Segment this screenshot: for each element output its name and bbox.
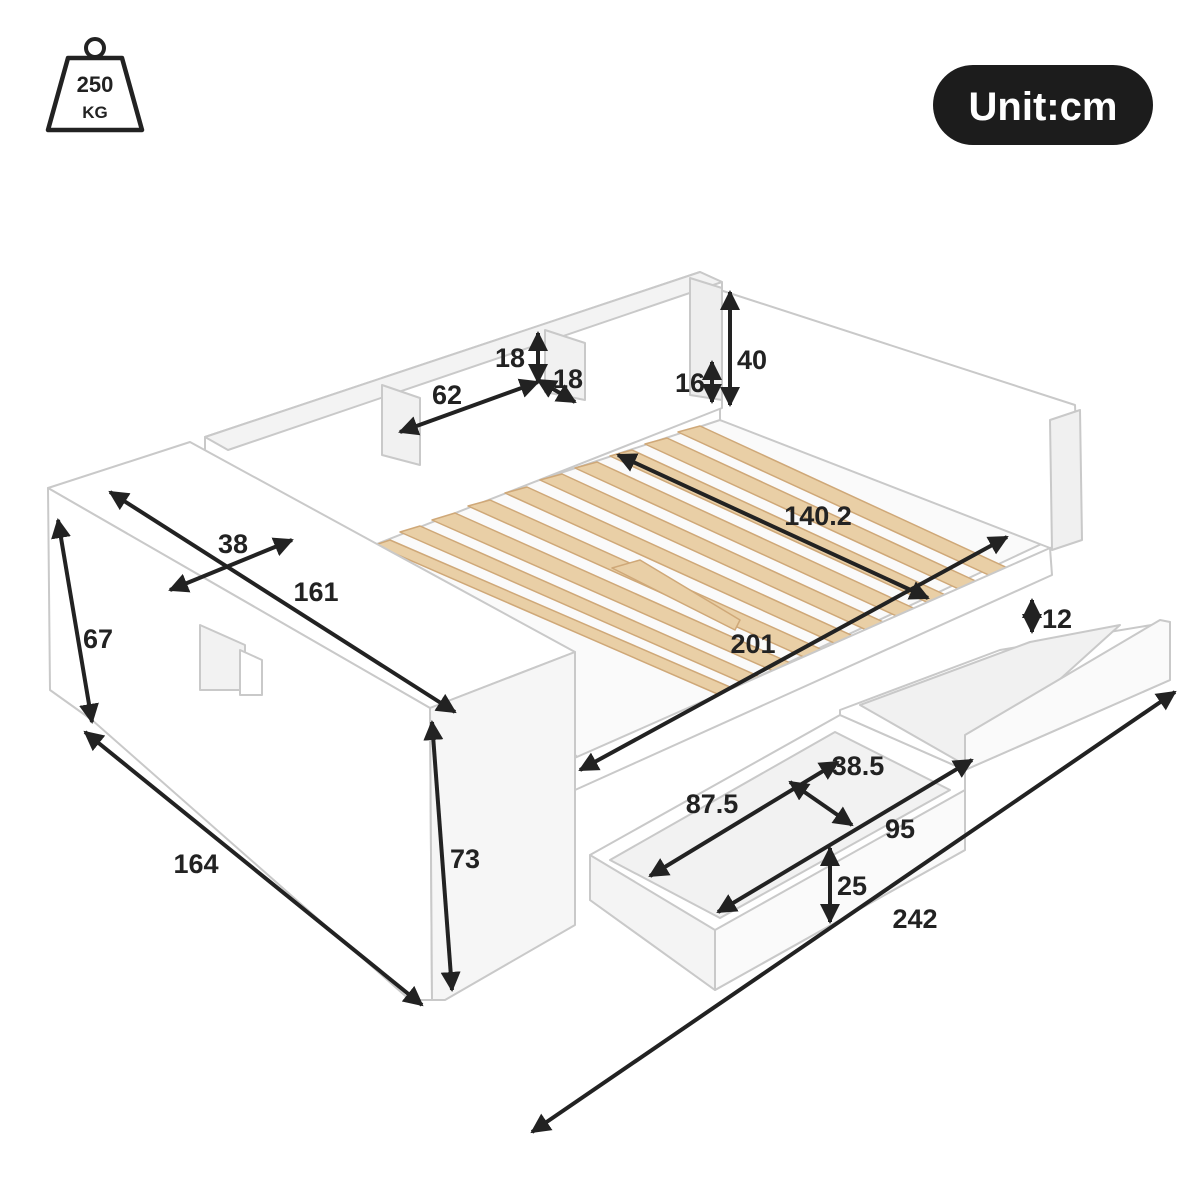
desk-height-label: 67 [83, 624, 113, 654]
shelf-depth-arrow [536, 378, 577, 404]
unit-label: Unit:cm [969, 85, 1118, 129]
shelf-depth-label: 18 [553, 364, 583, 394]
total-height-arrow [423, 720, 461, 992]
rail-height-label: 16 [675, 368, 705, 398]
dimension-labels: 18 18 62 16 40 140.2 38 161 67 201 12 87… [83, 343, 1072, 934]
shelf-height-label: 18 [495, 343, 525, 373]
drawer-inner-height-label: 25 [837, 871, 867, 901]
drawer-width-label: 38.5 [832, 751, 885, 781]
weight-icon: 250 KG [45, 37, 145, 133]
drawer-length-label: 95 [885, 814, 915, 844]
shelf-width-arrow [398, 378, 540, 436]
total-width-label: 164 [173, 849, 218, 879]
weight-value: 250 [77, 72, 114, 97]
total-height-label: 73 [450, 844, 480, 874]
weight-unit: KG [82, 103, 108, 122]
total-length-label: 242 [892, 904, 937, 934]
desk-length-label: 161 [293, 577, 338, 607]
dimension-lines [51, 290, 1177, 1134]
shelf-width-label: 62 [432, 380, 462, 410]
total-length-arrow [530, 690, 1177, 1134]
total-width-arrow [83, 730, 424, 1007]
drawer-height-label: 12 [1042, 604, 1072, 634]
bed-illustration [47, 271, 1171, 1001]
desk-height-arrow [51, 518, 99, 724]
desk-length-arrow [108, 490, 457, 714]
unit-badge: Unit:cm [933, 65, 1153, 145]
mattress-width-label: 140.2 [784, 501, 852, 531]
desk-depth-label: 38 [218, 529, 248, 559]
headboard-height-label: 40 [737, 345, 767, 375]
drawer-depth-label: 87.5 [686, 789, 739, 819]
mattress-length-label: 201 [730, 629, 775, 659]
